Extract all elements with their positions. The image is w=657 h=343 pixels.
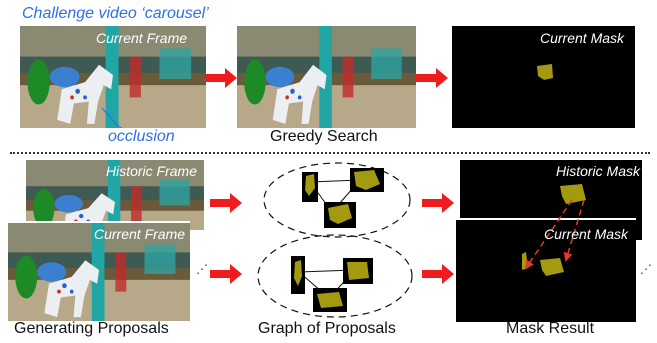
historic-mask-label: Historic Mask <box>556 163 641 179</box>
proposal-graph-1 <box>263 162 411 238</box>
arrow-bottom-1 <box>210 193 242 213</box>
arrow-top-2 <box>416 68 448 88</box>
section-divider <box>10 152 650 154</box>
current-frame-image-bottom <box>8 221 190 321</box>
mask-result-image <box>456 218 636 322</box>
arrow-bottom-2 <box>210 264 242 284</box>
mask-correspondence-arrows <box>524 199 585 270</box>
current-mask-image <box>452 26 635 128</box>
greedy-search-label: Greedy Search <box>270 128 378 145</box>
mask-result-label: Mask Result <box>506 320 595 337</box>
figure-title: Challenge video ‘carousel’ <box>22 5 209 22</box>
graph-of-proposals-label: Graph of Proposals <box>258 320 396 337</box>
ellipsis-dots-right: ⋰ <box>640 262 652 276</box>
proposal-graph-2 <box>257 234 413 318</box>
arrow-bottom-4 <box>422 264 454 284</box>
arrow-top-1 <box>205 68 237 88</box>
current-frame-label: Current Frame <box>96 30 188 46</box>
current-frame-label-bottom: Current Frame <box>94 226 186 242</box>
arrow-bottom-3 <box>422 193 454 213</box>
greedy-search-image <box>237 26 416 128</box>
ellipsis-dots: ⋰ <box>196 262 208 276</box>
generating-proposals-label: Generating Proposals <box>14 320 169 337</box>
occlusion-label: occlusion <box>108 128 175 145</box>
historic-frame-label: Historic Frame <box>106 163 198 179</box>
current-mask-label-bottom: Current Mask <box>544 226 629 242</box>
current-frame-image <box>20 26 206 128</box>
current-mask-label: Current Mask <box>540 30 625 46</box>
